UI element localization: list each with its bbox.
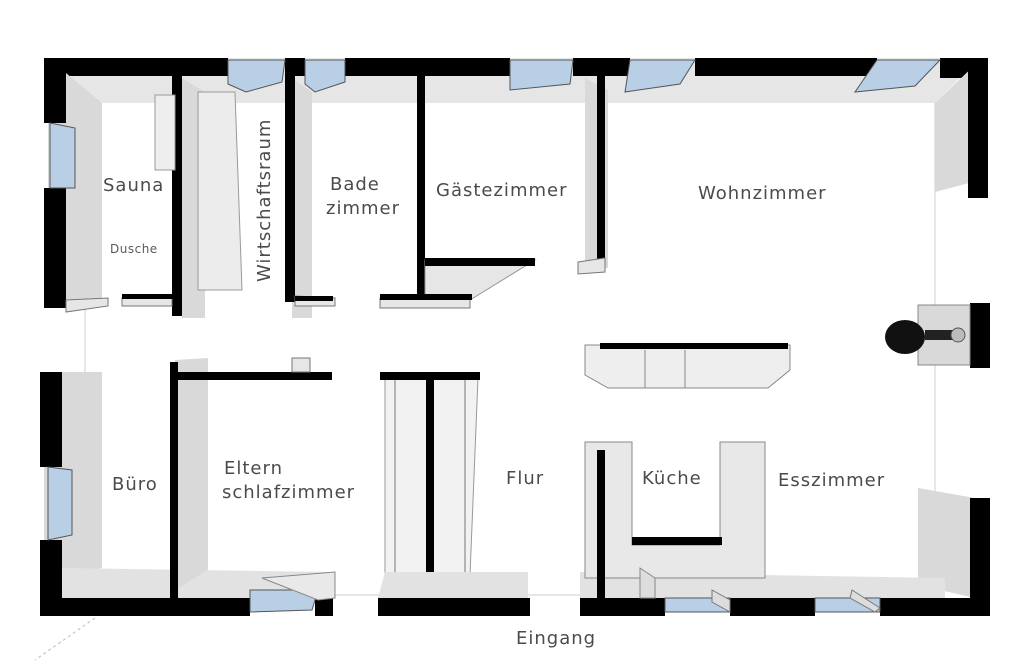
interior-walls — [121, 76, 791, 616]
label-esszimmer: Esszimmer — [778, 470, 885, 491]
windows-top — [227, 59, 942, 93]
exterior-wall-right — [918, 60, 990, 616]
guide-line — [34, 617, 96, 661]
label-flur: Flur — [506, 468, 544, 489]
label-buero: Büro — [112, 474, 158, 495]
label-eingang: Eingang — [516, 628, 596, 649]
label-dusche: Dusche — [110, 242, 158, 256]
room-labels: Sauna Dusche Wirtschaftsraum Bade zimmer… — [103, 119, 885, 649]
exterior-wall-bottom — [40, 568, 990, 616]
windows-left — [47, 122, 76, 541]
label-kueche: Küche — [642, 468, 702, 489]
label-wirtschaftsraum: Wirtschaftsraum — [254, 119, 275, 282]
fireplace — [885, 304, 971, 366]
label-eltern-line1: Eltern — [224, 458, 283, 479]
label-gaestezimmer: Gästezimmer — [436, 180, 567, 201]
label-bade-line1: Bade — [330, 174, 380, 195]
label-wohnzimmer: Wohnzimmer — [698, 183, 827, 204]
label-bade-line2: zimmer — [326, 198, 400, 219]
label-eltern-line2: schlafzimmer — [222, 482, 355, 503]
label-sauna: Sauna — [103, 175, 164, 196]
